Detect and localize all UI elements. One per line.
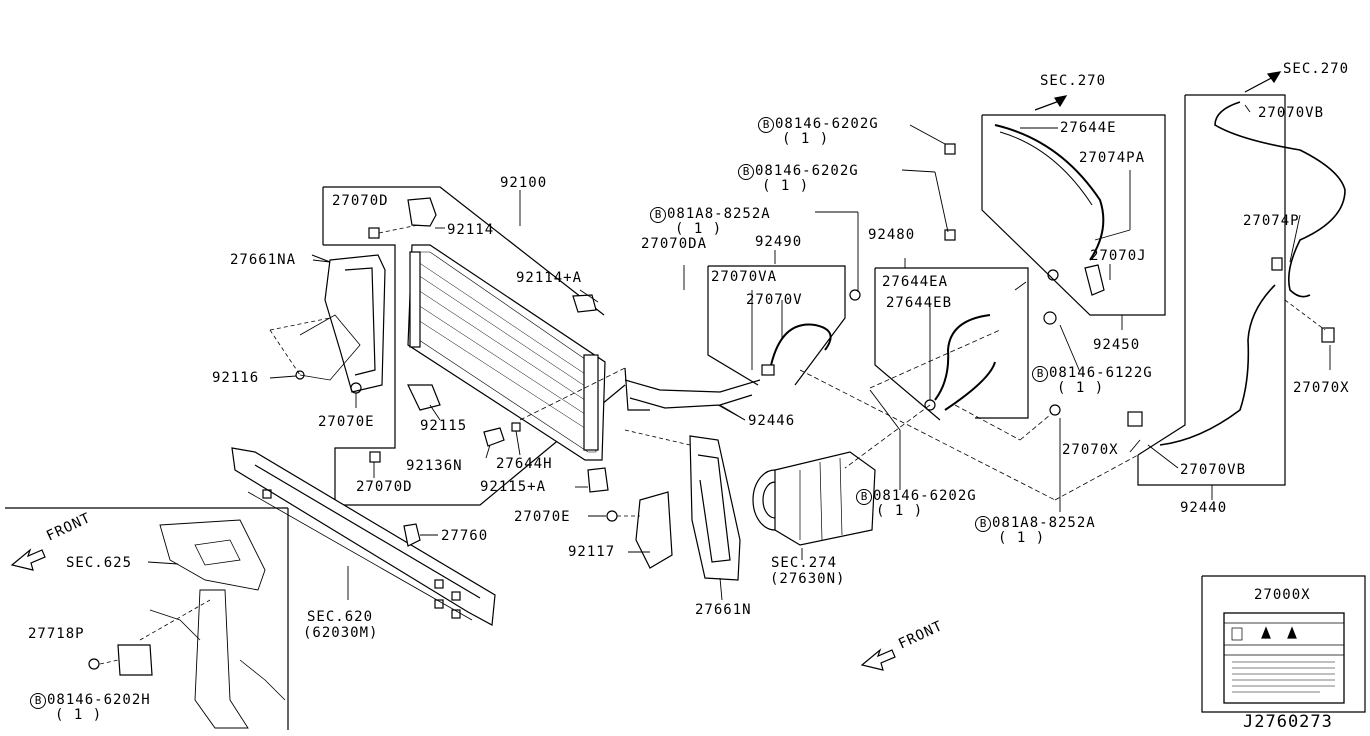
part-27661NA[interactable]: 27661NA: [230, 252, 297, 268]
compressor: [752, 451, 876, 560]
part-92136N[interactable]: 92136N: [406, 458, 463, 474]
part-92115A[interactable]: 92115+A: [480, 479, 547, 495]
part-92440[interactable]: 92440: [1180, 500, 1228, 516]
part-92446[interactable]: 92446: [748, 413, 796, 429]
part-27070D-bottom[interactable]: 27070D: [356, 479, 413, 495]
bolt-mark: B: [758, 117, 774, 133]
caution-label-box: [1201, 575, 1366, 713]
box-92480: [874, 258, 1061, 421]
bolt-qty-7: ( 1 ): [55, 707, 103, 723]
part-27661N[interactable]: 27661N: [695, 602, 752, 618]
part-92117[interactable]: 92117: [568, 544, 616, 560]
part-27070DA[interactable]: 27070DA: [641, 236, 708, 252]
part-27644H[interactable]: 27644H: [496, 456, 553, 472]
bolt-mark: B: [1032, 366, 1048, 382]
front-arrow-left: [10, 548, 46, 571]
bolt-qty-4: ( 1 ): [1057, 380, 1105, 396]
clip-27760: [403, 523, 438, 547]
hose-92446: [624, 367, 761, 421]
part-27070X-right[interactable]: 27070X: [1293, 380, 1350, 396]
drawing-id: J2760273: [1243, 712, 1333, 732]
part-27000X[interactable]: 27000X: [1254, 587, 1311, 603]
part-92115[interactable]: 92115: [420, 418, 468, 434]
part-92114A[interactable]: 92114+A: [516, 270, 583, 286]
condenser-frame: [322, 186, 626, 506]
sec270-arrows: [1034, 71, 1282, 111]
part-27070VA[interactable]: 27070VA: [711, 269, 778, 285]
box-92450: [944, 114, 1166, 330]
section-ref-274-sub: (27630N): [770, 571, 846, 587]
solid-leaders: [269, 104, 1331, 601]
part-27070V[interactable]: 27070V: [746, 292, 803, 308]
leader-lines: [519, 329, 1139, 501]
part-27718P[interactable]: 27718P: [28, 626, 85, 642]
bolt-mark: B: [650, 207, 666, 223]
bolt-mark: B: [738, 164, 754, 180]
part-27760[interactable]: 27760: [441, 528, 489, 544]
bolt-qty-2: ( 1 ): [762, 178, 810, 194]
box-92440: [1127, 94, 1346, 500]
part-92116[interactable]: 92116: [212, 370, 260, 386]
part-92450[interactable]: 92450: [1093, 337, 1141, 353]
front-arrow-center: [860, 648, 896, 671]
bolt-qty-6: ( 1 ): [998, 530, 1046, 546]
section-ref-274[interactable]: SEC.274: [771, 555, 838, 571]
section-ref-620[interactable]: SEC.620: [307, 609, 374, 625]
bolt-qty-3: ( 1 ): [675, 221, 723, 237]
part-27070E-mid[interactable]: 27070E: [514, 509, 571, 525]
part-27070J[interactable]: 27070J: [1090, 248, 1147, 264]
part-27644EA[interactable]: 27644EA: [882, 274, 949, 290]
section-ref-270-a[interactable]: SEC.270: [1040, 73, 1107, 89]
part-27644E[interactable]: 27644E: [1060, 120, 1117, 136]
part-27070X-mid[interactable]: 27070X: [1062, 442, 1119, 458]
part-92480[interactable]: 92480: [868, 227, 916, 243]
condenser-core: [407, 244, 606, 461]
bolt-mark: B: [30, 693, 46, 709]
core-support: [231, 447, 496, 626]
bolt-qty-1: ( 1 ): [782, 131, 830, 147]
part-27644EB[interactable]: 27644EB: [886, 295, 953, 311]
part-27070VB-top[interactable]: 27070VB: [1258, 105, 1325, 121]
part-27070VB-bottom[interactable]: 27070VB: [1180, 462, 1247, 478]
part-27070E-left[interactable]: 27070E: [318, 414, 375, 430]
bolt-qty-5: ( 1 ): [876, 503, 924, 519]
part-27074P[interactable]: 27074P: [1243, 213, 1300, 229]
duct-27661N: [606, 429, 741, 581]
section-ref-625[interactable]: SEC.625: [66, 555, 133, 571]
part-92114[interactable]: 92114: [447, 222, 495, 238]
part-92100[interactable]: 92100: [500, 175, 548, 191]
inset-panel: [5, 507, 289, 730]
small-parts-left: [368, 197, 609, 493]
section-ref-620-sub: (62030M): [303, 625, 379, 641]
bracket-27661NA: [269, 254, 386, 394]
box-92490: [707, 250, 861, 386]
bolt-mark: B: [975, 516, 991, 532]
section-ref-270-b[interactable]: SEC.270: [1283, 61, 1350, 77]
bolt-mark: B: [856, 489, 872, 505]
part-92490[interactable]: 92490: [755, 234, 803, 250]
part-27070D-top[interactable]: 27070D: [332, 193, 389, 209]
part-27074PA[interactable]: 27074PA: [1079, 150, 1146, 166]
